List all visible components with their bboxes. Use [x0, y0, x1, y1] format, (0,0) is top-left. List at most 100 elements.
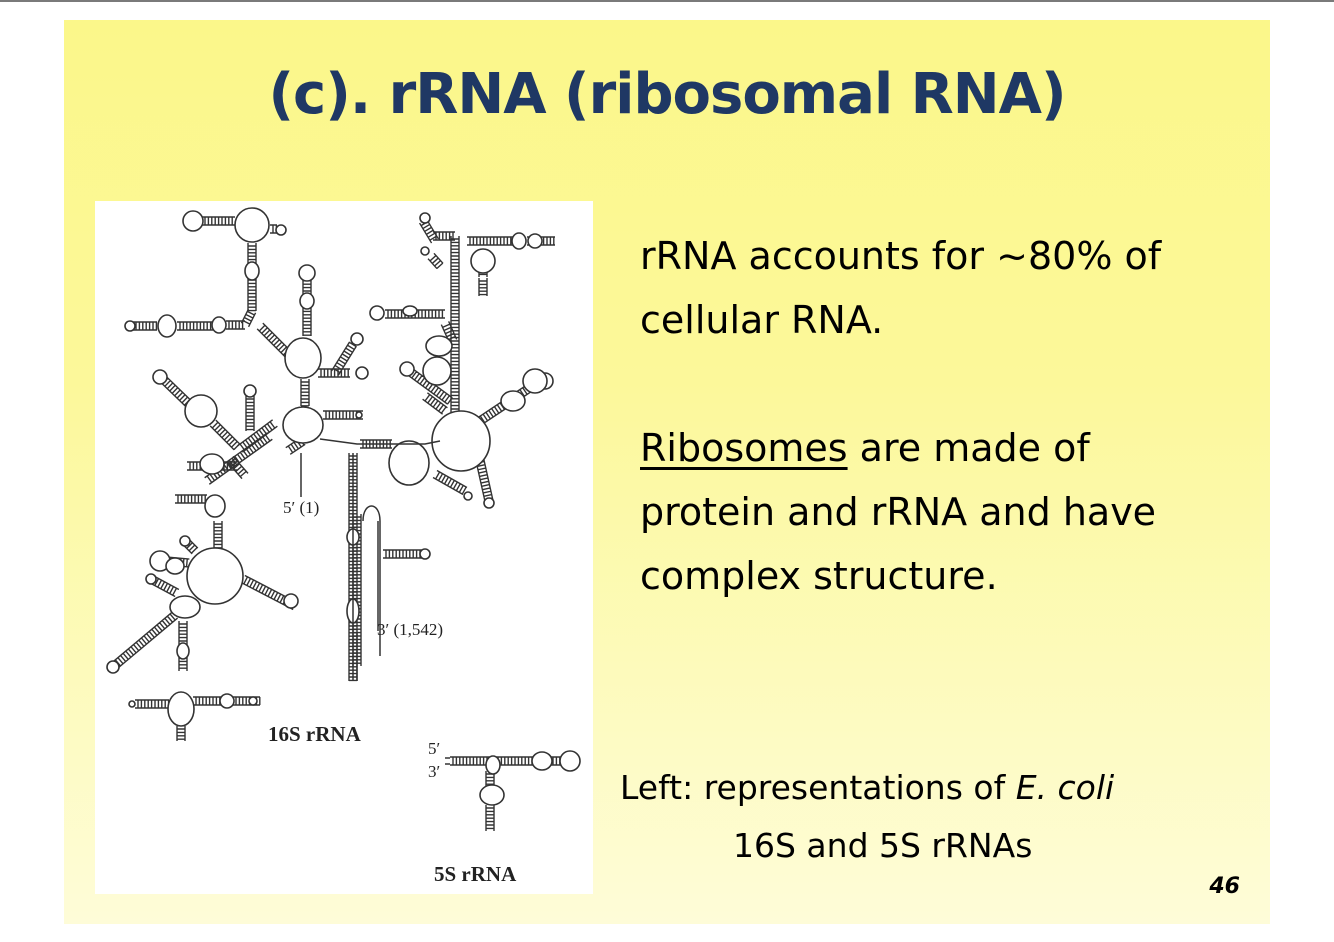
hairpin-loop: [249, 697, 257, 705]
helix-stem: [486, 805, 494, 831]
paragraph-ribosomes-line3: complex structure.: [640, 544, 1260, 608]
helix-stem: [318, 369, 350, 377]
hairpin-loop: [356, 412, 362, 418]
helix-stem: [479, 278, 487, 296]
hairpin-loop: [560, 751, 580, 771]
hairpin-loop: [183, 211, 203, 231]
internal-loop: [187, 548, 243, 604]
hairpin-loop: [420, 213, 430, 223]
helix-stem: [451, 236, 459, 438]
internal-loop: [432, 411, 490, 471]
hairpin-loop: [351, 333, 363, 345]
paragraph-rrna-abundance-line2: cellular RNA.: [640, 288, 1260, 352]
helix-stem: [175, 495, 207, 503]
rrna-secondary-structure-drawing: [95, 201, 593, 894]
hairpin-loop: [356, 367, 368, 379]
helix-stem: [332, 342, 357, 375]
internal-loop: [205, 495, 225, 517]
paragraph-rrna-abundance-line1: rRNA accounts for ~80% of: [640, 224, 1260, 288]
internal-loop: [501, 391, 525, 411]
caption-species: E. coli: [1016, 768, 1115, 807]
helix-stem: [110, 612, 177, 670]
helix-stem: [423, 393, 448, 414]
internal-loop: [166, 558, 184, 574]
internal-loop: [426, 336, 452, 356]
helix-stem: [214, 521, 222, 549]
helix-stem: [177, 322, 213, 330]
label-16s-rrna: 16S rRNA: [268, 722, 361, 747]
internal-loop: [389, 441, 429, 485]
label-5s-5prime: 5′: [428, 739, 440, 759]
helix-stem: [246, 396, 254, 431]
internal-loop: [403, 306, 417, 316]
hairpin-loop: [420, 549, 430, 559]
hairpin-loop: [484, 498, 494, 508]
helix-stem: [177, 726, 185, 741]
internal-loop: [532, 752, 552, 770]
hairpin-loop: [107, 661, 119, 673]
hairpin-loop: [276, 225, 286, 235]
hairpin-loop: [464, 492, 472, 500]
helix-stem: [133, 322, 157, 330]
helix-stem: [301, 379, 309, 406]
hairpin-loop: [153, 370, 167, 384]
hairpin-loop: [528, 234, 542, 248]
internal-loop: [200, 454, 224, 474]
internal-loop: [158, 315, 176, 337]
hairpin-loop: [244, 385, 256, 397]
hairpin-loop: [129, 701, 135, 707]
internal-loop: [170, 596, 200, 618]
internal-loop: [523, 369, 547, 393]
label-5s-rrna: 5S rRNA: [434, 862, 516, 887]
backbone-line: [445, 758, 450, 764]
hairpin-loop: [284, 594, 298, 608]
hairpin-loop: [125, 321, 135, 331]
hairpin-loop: [146, 574, 156, 584]
hairpin-loop: [400, 362, 414, 376]
hairpin-loop: [471, 249, 495, 273]
figure-caption-line1: Left: representations of E. coli: [620, 768, 1114, 807]
helix-stem: [383, 550, 425, 558]
helix-stem: [241, 309, 255, 327]
helix-stem: [450, 757, 490, 765]
label-16s-3prime: 3′ (1,542): [377, 620, 443, 640]
internal-loop: [486, 756, 500, 774]
helix-stem: [467, 237, 515, 245]
internal-loop: [480, 785, 504, 805]
helix-stem: [210, 420, 240, 450]
helix-stem: [428, 253, 443, 268]
internal-loop: [283, 407, 323, 443]
ribosomes-underlined-term: Ribosomes: [640, 426, 848, 470]
label-5s-3prime: 3′: [428, 762, 440, 782]
loops: [107, 208, 580, 805]
figure-caption-line2: 16S and 5S rRNAs: [733, 826, 1032, 865]
internal-loop: [177, 643, 189, 659]
paragraph-rrna-abundance: rRNA accounts for ~80% of cellular RNA.: [640, 224, 1260, 352]
hairpin-loop: [299, 265, 315, 281]
paragraph-ribosomes-line2: protein and rRNA and have: [640, 480, 1260, 544]
hairpin-loop: [370, 306, 384, 320]
internal-loop: [245, 262, 259, 280]
page-number: 46: [1196, 874, 1240, 899]
internal-loop: [168, 692, 194, 726]
rrna-structure-figure: 5′ (1) 3′ (1,542) 16S rRNA 5′ 3′ 5S rRNA: [95, 201, 593, 894]
internal-loop: [423, 357, 451, 385]
window-top-border: [0, 0, 1334, 2]
internal-loop: [300, 293, 314, 309]
backbone-lines: [301, 439, 450, 764]
internal-loop: [512, 233, 526, 249]
slide-title: (c). rRNA (ribosomal RNA): [0, 62, 1334, 127]
paragraph-ribosomes: Ribosomes are made of protein and rRNA a…: [640, 416, 1260, 608]
caption-prefix: Left: representations of: [620, 768, 1016, 807]
label-16s-5prime: 5′ (1): [283, 498, 319, 518]
internal-loop: [185, 395, 217, 427]
helix-stem: [202, 217, 235, 225]
internal-loop: [285, 338, 321, 378]
helix-stem: [495, 757, 535, 765]
paragraph-ribosomes-line1: Ribosomes are made of: [640, 416, 1260, 480]
helix-stem: [135, 700, 169, 708]
helix-stem: [433, 471, 467, 495]
internal-loop: [212, 317, 226, 333]
hairpin-loop: [421, 247, 429, 255]
hairpin-loop: [180, 536, 190, 546]
